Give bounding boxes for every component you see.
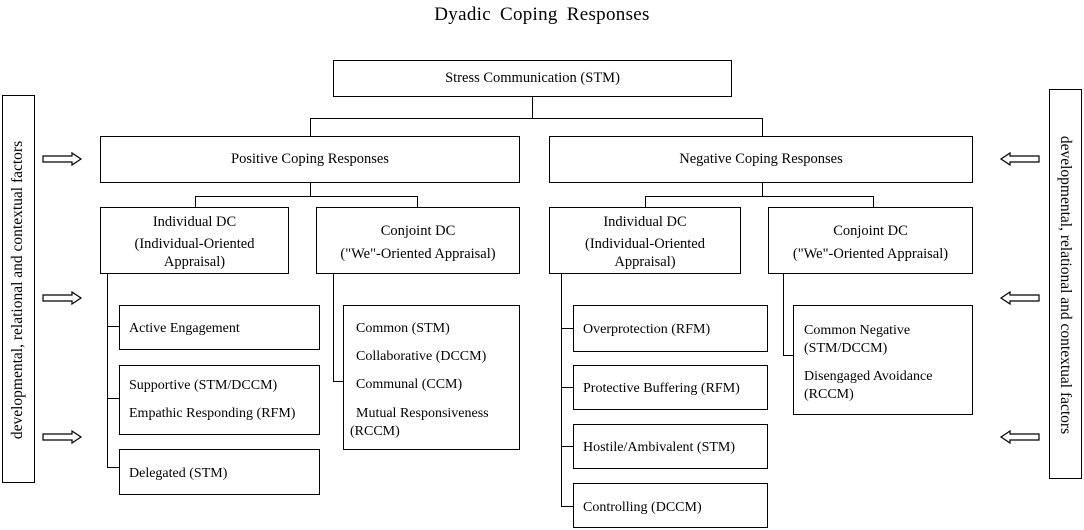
negative-conjoint-dc-subtitle: ("We"-Oriented Appraisal)	[792, 246, 949, 262]
left-arrow-icon	[999, 290, 1040, 306]
positive-coping-box: Positive Coping Responses	[100, 136, 520, 183]
connector-negative-left	[645, 196, 647, 207]
negative-individual-tick-3	[561, 446, 573, 448]
negative-conjoint-dc-box: Conjoint DC ("We"-Oriented Appraisal)	[768, 207, 973, 274]
positive-individual-dc-title: Individual DC	[152, 214, 237, 230]
positive-individual-dc-subtitle-2: Appraisal)	[163, 254, 226, 270]
hostile-ambivalent-box: Hostile/Ambivalent (STM)	[573, 424, 768, 469]
common-negative-label: Common Negative	[804, 323, 911, 338]
common-label: Common (STM)	[356, 321, 450, 336]
negative-individual-dc-subtitle-1: (Individual-Oriented	[585, 236, 705, 252]
supportive-label: Supportive (STM/DCCM)	[129, 378, 278, 393]
negative-conjoint-branch	[783, 274, 785, 356]
left-factors-box: developmental, relational and contextual…	[2, 95, 35, 483]
overprotection-box: Overprotection (RFM)	[573, 305, 768, 352]
connector-positive-horizontal	[195, 196, 418, 198]
positive-individual-tick-3	[107, 467, 119, 469]
connector-positive-right	[417, 196, 419, 207]
connector-negative-horizontal	[645, 196, 874, 198]
overprotection-label: Overprotection (RFM)	[583, 322, 711, 337]
common-negative-source: (STM/DCCM)	[804, 341, 888, 356]
connector-to-negative	[762, 118, 764, 136]
disengaged-avoidance-label: Disengaged Avoidance	[804, 369, 933, 384]
left-arrow-icon	[999, 151, 1040, 167]
connector-positive-down	[310, 183, 312, 197]
empathic-responding-label: Empathic Responding (RFM)	[129, 406, 296, 421]
connector-to-positive	[310, 118, 312, 136]
negative-individual-dc-subtitle-2: Appraisal)	[614, 254, 676, 270]
protective-buffering-box: Protective Buffering (RFM)	[573, 365, 768, 410]
connector-negative-down	[762, 183, 764, 197]
communal-label: Communal (CCM)	[356, 377, 463, 392]
connector-positive-left	[195, 196, 197, 207]
negative-individual-dc-box: Individual DC (Individual-Oriented Appra…	[549, 207, 741, 274]
right-arrow-icon	[42, 290, 83, 306]
protective-buffering-label: Protective Buffering (RFM)	[583, 381, 740, 396]
positive-conjoint-dc-box: Conjoint DC ("We"-Oriented Appraisal)	[316, 207, 520, 274]
positive-conjoint-dc-subtitle: ("We"-Oriented Appraisal)	[340, 246, 496, 262]
negative-individual-branch	[561, 274, 563, 507]
left-factors-label: developmental, relational and contextual…	[9, 140, 26, 440]
stress-communication-box: Stress Communication (STM)	[333, 60, 732, 97]
negative-conjoint-dc-title: Conjoint DC	[833, 223, 908, 239]
controlling-label: Controlling (DCCM)	[583, 500, 702, 515]
positive-individual-dc-subtitle-1: (Individual-Oriented	[134, 236, 255, 252]
negative-coping-box: Negative Coping Responses	[549, 136, 973, 183]
positive-individual-tick-1	[107, 326, 119, 328]
stress-communication-label: Stress Communication (STM)	[445, 70, 620, 86]
positive-coping-label: Positive Coping Responses	[231, 151, 389, 167]
negative-conjoint-items-box: Common Negative (STM/DCCM) Disengaged Av…	[793, 305, 973, 415]
connector-root-horizontal	[310, 118, 763, 120]
disengaged-avoidance-source: (RCCM)	[804, 387, 854, 402]
mutual-responsiveness-source: (RCCM)	[350, 424, 400, 439]
connector-root-down	[532, 97, 534, 119]
hostile-ambivalent-label: Hostile/Ambivalent (STM)	[583, 440, 736, 455]
connector-negative-right	[873, 196, 875, 207]
supportive-empathic-box: Supportive (STM/DCCM) Empathic Respondin…	[119, 365, 320, 435]
positive-individual-dc-box: Individual DC (Individual-Oriented Appra…	[100, 207, 289, 274]
right-arrow-icon	[42, 429, 83, 445]
right-factors-box: developmental, relational and contextual…	[1049, 89, 1082, 479]
negative-individual-tick-2	[561, 387, 573, 389]
negative-coping-label: Negative Coping Responses	[679, 151, 843, 167]
left-arrow-icon	[999, 429, 1040, 445]
right-factors-label: developmental, relational and contextual…	[1057, 135, 1074, 435]
delegated-label: Delegated (STM)	[129, 466, 228, 481]
positive-conjoint-tick	[333, 381, 343, 383]
positive-conjoint-branch	[333, 274, 335, 382]
delegated-box: Delegated (STM)	[119, 449, 320, 495]
mutual-responsiveness-label: Mutual Responsiveness	[356, 406, 489, 421]
positive-individual-tick-2	[107, 398, 119, 400]
active-engagement-box: Active Engagement	[119, 305, 320, 350]
controlling-box: Controlling (DCCM)	[573, 483, 768, 528]
collaborative-label: Collaborative (DCCM)	[356, 349, 487, 364]
negative-individual-dc-title: Individual DC	[603, 214, 687, 230]
negative-individual-tick-1	[561, 328, 573, 330]
positive-conjoint-dc-title: Conjoint DC	[380, 223, 456, 239]
right-arrow-icon	[42, 151, 83, 167]
positive-conjoint-items-box: Common (STM) Collaborative (DCCM) Commun…	[343, 305, 520, 450]
negative-conjoint-tick	[783, 355, 793, 357]
negative-individual-tick-4	[561, 506, 573, 508]
positive-individual-branch	[107, 274, 109, 468]
diagram-title: Dyadic Coping Responses	[434, 4, 650, 25]
active-engagement-label: Active Engagement	[129, 321, 240, 336]
